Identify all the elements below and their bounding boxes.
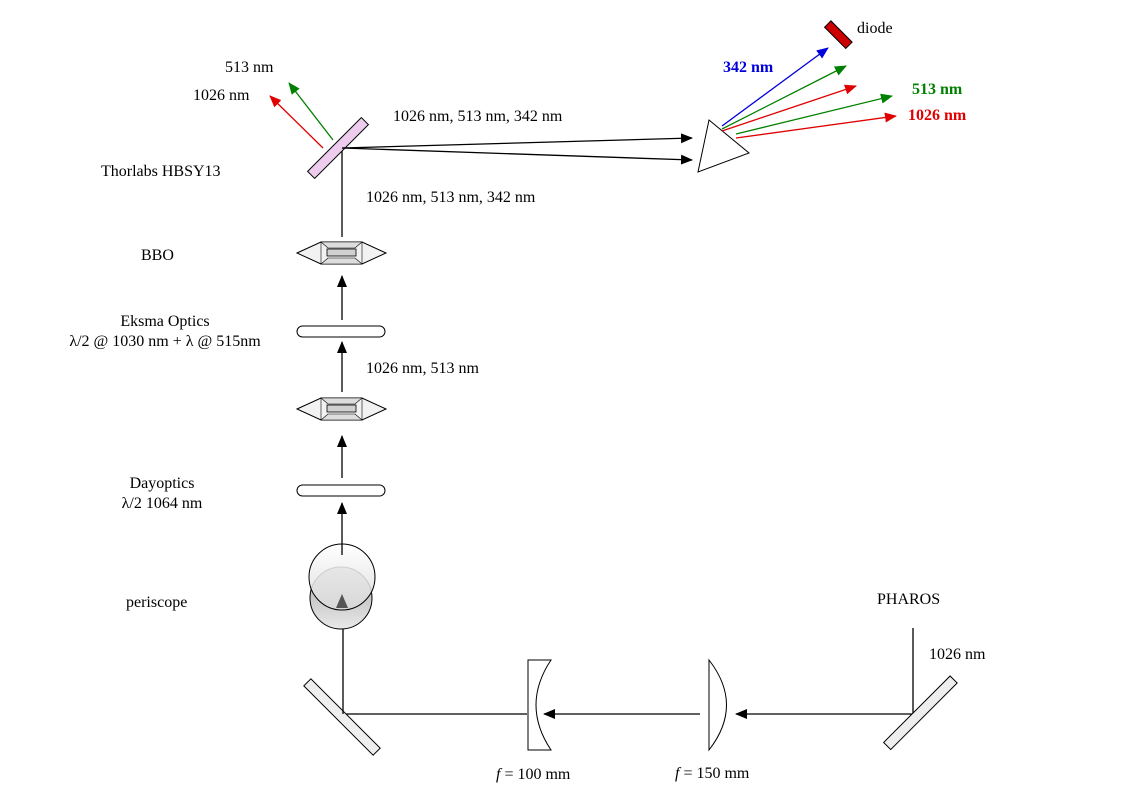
pharos-beam-label: 1026 nm [929,646,986,663]
pharos-beam [343,628,914,719]
eksma-label: Eksma Optics λ/2 @ 1030 nm + λ @ 515nm [40,312,290,352]
lens-f150 [708,658,727,752]
lens-f100-value: = 100 mm [500,766,571,783]
periscope [308,543,376,630]
thorlabs-beamsplitter [306,116,370,180]
beam-top-label: 1026 nm, 513 nm, 342 nm [393,108,563,125]
beam-vertical-label: 1026 nm, 513 nm, 342 nm [366,189,536,206]
eksma-waveplate [296,325,386,338]
bbo-label: BBO [141,247,174,264]
reflected-513-label: 513 nm [225,59,274,76]
lens-f150-f: f [675,765,680,782]
dayoptics-label-line2: λ/2 1064 nm [121,495,203,512]
lens-f100-f: f [496,766,501,783]
dayoptics-waveplate [296,484,386,497]
lens-f100-label: f = 100 mm [496,765,570,785]
reflected-1026-label: 1026 nm [193,87,250,104]
eksma-label-line2: λ/2 @ 1030 nm + λ @ 515nm [69,333,261,350]
output-513-label: 513 nm [912,81,963,98]
prism [697,119,750,173]
output-342-label: 342 nm [723,59,774,76]
thorlabs-label: Thorlabs HBSY13 [101,163,221,180]
eksma-label-line1: Eksma Optics [120,313,210,330]
dayoptics-label-line1: Dayoptics [129,475,195,492]
output-1026-label: 1026 nm [908,107,967,124]
lens-f150-value: = 150 mm [679,765,750,782]
pharos-mirror [882,675,958,751]
lens-f150-label: f = 150 mm [675,764,749,784]
diode-detector [823,20,853,50]
beam-shg-label: 1026 nm, 513 nm [366,360,479,377]
pharos-label: PHAROS [877,591,941,608]
periscope-label: periscope [126,594,188,611]
diode-label: diode [857,20,893,37]
bottom-left-mirror [303,678,381,756]
shg-crystal [295,397,388,421]
dayoptics-label: Dayoptics λ/2 1064 nm [92,474,232,514]
bbo-crystal [295,241,388,265]
lens-f100 [527,659,552,751]
